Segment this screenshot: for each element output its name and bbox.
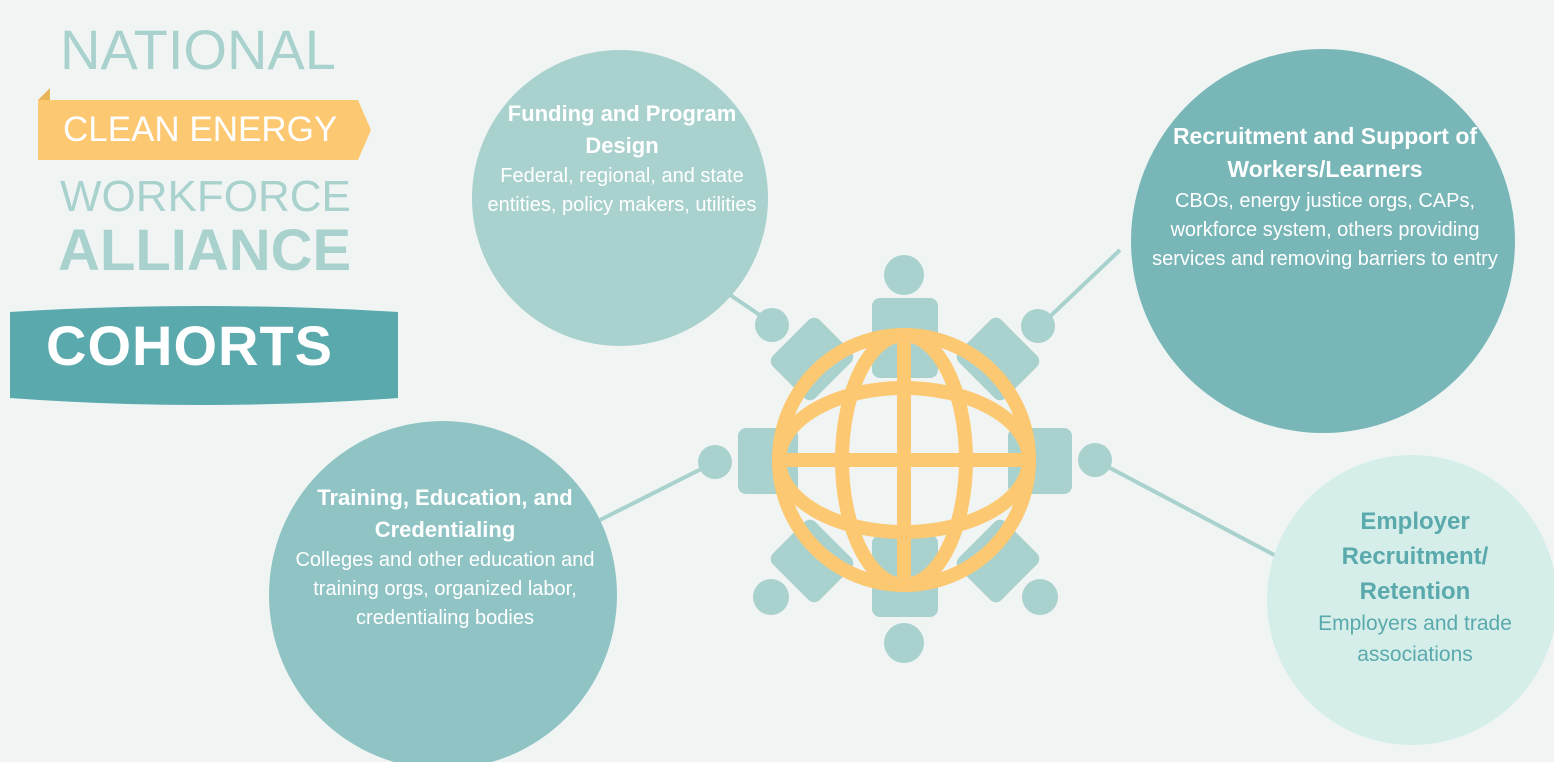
title-alliance: ALLIANCE <box>58 218 352 283</box>
funding-description: Federal, regional, and state entities, p… <box>487 164 757 216</box>
employer-description: Employers and trade associations <box>1318 612 1512 666</box>
cohorts-heading: COHORTS <box>46 314 333 377</box>
employer-cohort: Employer Recruitment/ Retention Employer… <box>1290 505 1540 670</box>
cohorts-banner <box>10 306 398 405</box>
funding-title: Funding and Program Design <box>507 101 737 158</box>
recruitment-cohort: Recruitment and Support of Workers/Learn… <box>1135 120 1515 274</box>
employer-title: Employer Recruitment/ Retention <box>1341 508 1489 605</box>
funding-circle <box>472 50 768 346</box>
employer-circle <box>1267 455 1554 745</box>
title-national: NATIONAL <box>60 18 336 81</box>
training-title: Training, Education, and Credentialing <box>317 485 573 542</box>
training-description: Colleges and other education and trainin… <box>295 548 595 629</box>
funding-cohort: Funding and Program Design Federal, regi… <box>487 98 757 220</box>
title-workforce: WORKFORCE <box>60 172 351 221</box>
training-circle <box>269 421 617 762</box>
training-cohort: Training, Education, and Credentialing C… <box>290 482 600 633</box>
recruitment-title: Recruitment and Support of Workers/Learn… <box>1172 123 1478 183</box>
title-clean-energy: CLEAN ENERGY <box>63 110 338 149</box>
recruitment-description: CBOs, energy justice orgs, CAPs, workfor… <box>1152 189 1498 270</box>
connector-dots <box>698 308 1112 479</box>
globe-with-people-icon <box>738 255 1072 663</box>
clean-energy-ribbon <box>38 88 371 160</box>
recruitment-circle <box>1131 49 1515 433</box>
